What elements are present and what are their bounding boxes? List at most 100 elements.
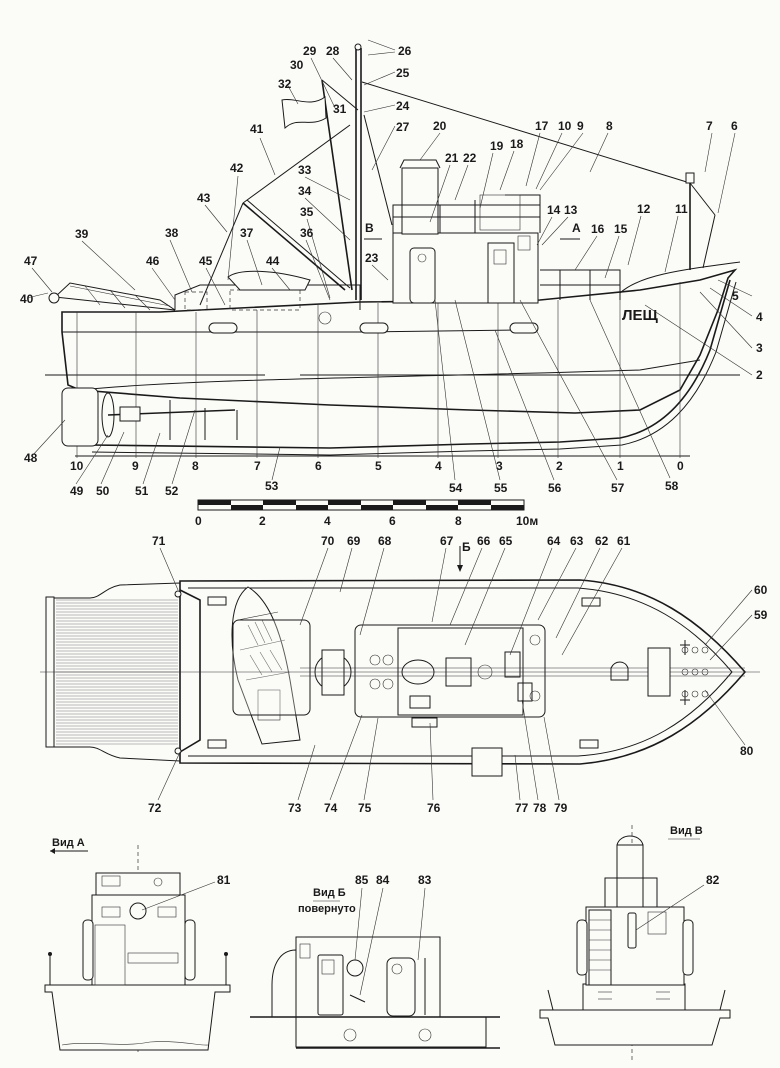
drawing-element	[82, 919, 94, 981]
callout-label: 3	[756, 341, 763, 355]
drawing-element	[547, 989, 726, 1011]
callout-label: 50	[96, 484, 110, 498]
drawing-element	[691, 668, 699, 676]
callout-label: 7	[706, 119, 713, 133]
drawing-element	[328, 500, 361, 505]
drawing-element	[576, 919, 588, 976]
leader-line	[286, 83, 299, 105]
leader-line	[509, 547, 553, 656]
drawing-element	[616, 844, 644, 908]
plan-lifeboat	[231, 586, 301, 745]
leader-line	[704, 132, 713, 173]
callout-label: 68	[378, 534, 392, 548]
callout-label: 28	[326, 44, 340, 58]
leader-line	[536, 216, 553, 246]
leader-line	[246, 199, 351, 289]
leader-line	[259, 137, 276, 176]
drawing-element	[598, 991, 670, 1000]
drawing-element	[79, 359, 701, 391]
callout-label: 36	[300, 226, 314, 240]
drawing-element	[257, 689, 281, 721]
drawing-element	[682, 919, 694, 976]
leader-line	[354, 887, 363, 961]
callout-label: 40	[20, 292, 34, 306]
callout-label: 5	[375, 459, 382, 473]
leader-line	[271, 446, 281, 481]
leader-line	[709, 287, 753, 317]
drawing-element	[349, 994, 366, 1003]
callout-label: 85	[355, 873, 369, 887]
callout-label: 8	[192, 459, 199, 473]
leader-line	[429, 164, 451, 223]
derrick-boom	[242, 202, 346, 291]
drawing-element	[354, 43, 362, 51]
callout-label: 29	[303, 44, 317, 58]
drawing-element	[604, 877, 658, 908]
drawing-element	[627, 912, 637, 949]
scale-tick: 2	[259, 514, 266, 528]
leader-line	[363, 114, 393, 226]
drawing-element	[391, 963, 403, 975]
callout-label: 69	[347, 534, 361, 548]
leader-line	[363, 104, 396, 113]
callout-label: 62	[595, 534, 609, 548]
leader-line	[81, 240, 136, 291]
callout-label: 16	[591, 222, 605, 236]
section-marker-b: Б	[462, 540, 471, 554]
callout-label: 70	[321, 534, 335, 548]
callout-label: 33	[298, 163, 312, 177]
leader-line	[494, 329, 555, 481]
callout-label: 34	[298, 184, 312, 198]
leader-line	[205, 267, 226, 306]
leader-line	[537, 547, 577, 621]
callout-label: 63	[570, 534, 584, 548]
bollard	[581, 597, 601, 607]
leader-line	[363, 717, 379, 801]
drawing-element	[504, 651, 521, 678]
leader-line	[169, 239, 193, 293]
callout-label: 7	[254, 459, 261, 473]
callout-label: 2	[556, 459, 563, 473]
drawing-element	[610, 661, 629, 681]
drawing-element	[44, 984, 231, 1051]
callout-label: 57	[611, 481, 625, 495]
drawing-element	[491, 505, 524, 510]
callout-label: 43	[197, 191, 211, 205]
callout-label: 82	[706, 873, 720, 887]
callout-label: 8	[606, 119, 613, 133]
porthole	[509, 322, 539, 334]
drawing-element	[296, 505, 328, 510]
drawing-element	[458, 500, 491, 505]
drawing-element	[179, 589, 201, 753]
drawing-element	[237, 611, 291, 681]
drawing-element	[198, 500, 231, 505]
door	[487, 242, 515, 304]
leader-line	[429, 722, 434, 801]
callout-label: 9	[132, 459, 139, 473]
drawing-element	[119, 406, 141, 422]
drawing-element	[392, 194, 541, 233]
leader-line	[519, 299, 618, 481]
callout-label: 23	[365, 251, 379, 265]
side-elevation: ЛЕЩ В А 29 28 26 30 25 32 31 24 27 41 20…	[20, 39, 763, 498]
view-b-title: Вид Б	[313, 887, 346, 899]
leader-line	[699, 291, 753, 349]
callout-label: 46	[146, 254, 160, 268]
drawing-element	[411, 717, 438, 728]
leader-line	[371, 264, 389, 281]
callout-label: 1	[617, 459, 624, 473]
callout-label: 66	[477, 534, 491, 548]
drawing-element	[174, 747, 182, 755]
callout-label: 18	[510, 137, 524, 151]
leader-line	[321, 79, 359, 111]
drawing-element	[588, 909, 612, 986]
leader-line	[417, 887, 426, 961]
leader-line	[363, 71, 396, 86]
drawing-element	[61, 1041, 209, 1046]
callout-label: 53	[265, 479, 279, 493]
drawing-element	[94, 924, 126, 986]
porthole	[208, 322, 238, 334]
callout-label: 5	[732, 289, 739, 303]
drawing-element	[399, 159, 441, 169]
